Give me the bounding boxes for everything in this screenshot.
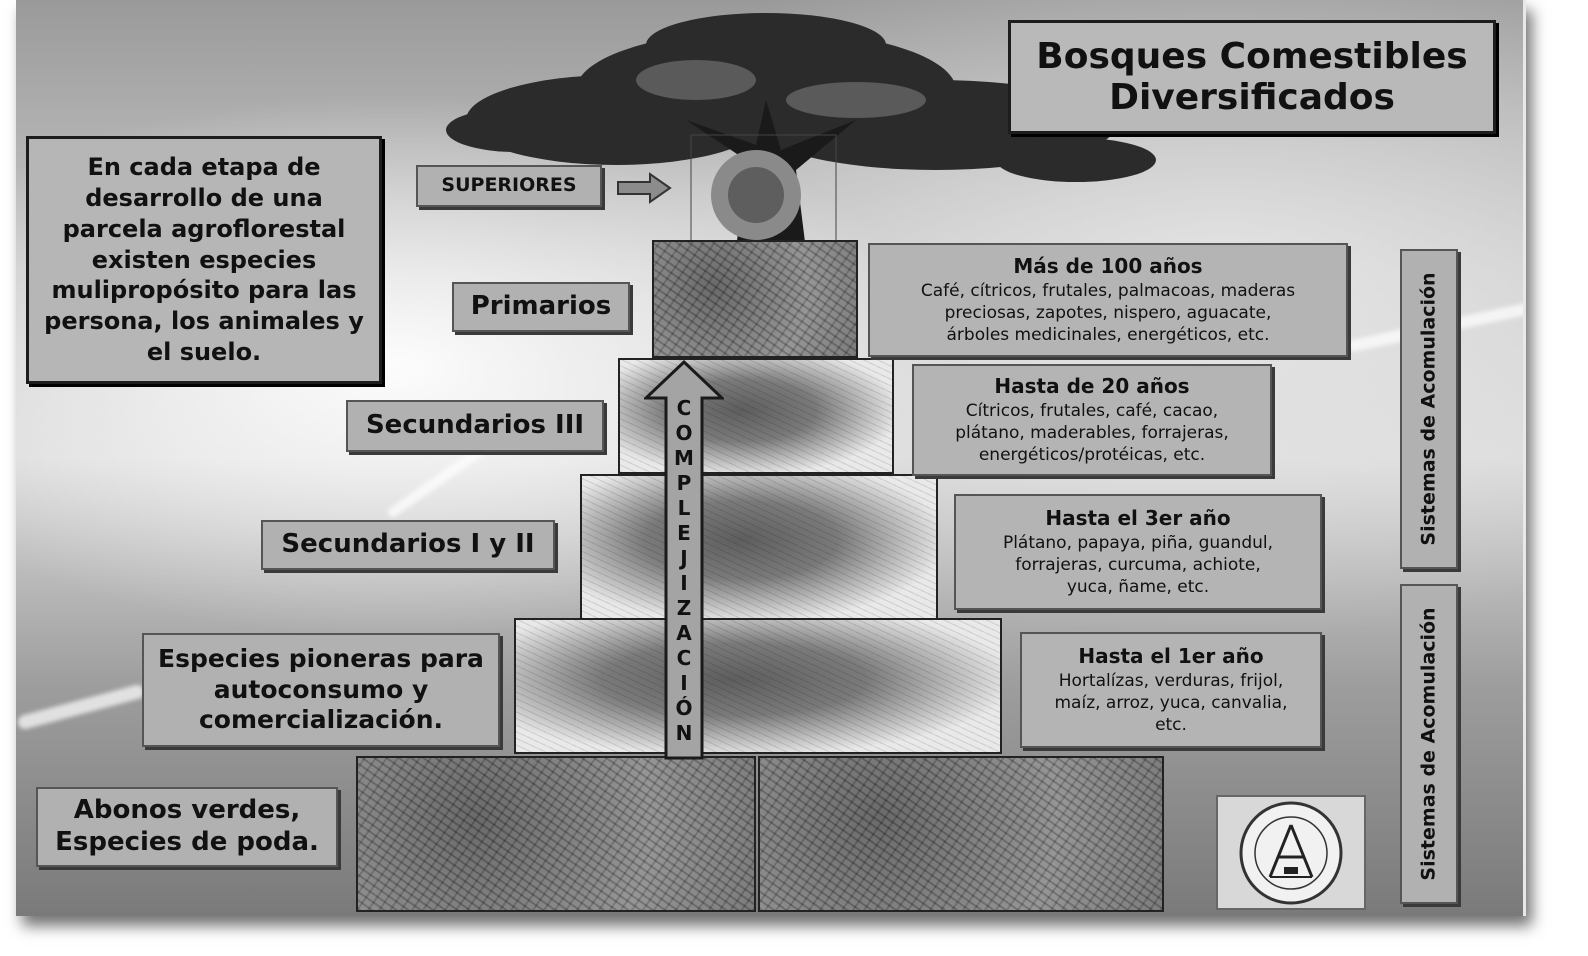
stage-line: Cítricos, frutales, café, cacao, <box>965 400 1219 421</box>
photo-abonos-left <box>356 756 756 912</box>
arrow-up-icon <box>644 360 724 760</box>
stage-line: Plátano, papaya, piña, guandul, <box>1002 532 1274 553</box>
intro-line: desarrollo de una <box>85 184 323 213</box>
arrow-letter: E <box>677 521 691 545</box>
stage-line: Café, cítricos, frutales, palmacoas, mad… <box>920 280 1296 301</box>
arrow-letter: J <box>680 546 688 570</box>
stage-line: preciosas, zapotes, nispero, aguacate, <box>944 302 1272 323</box>
label-text: Secundarios III <box>365 410 585 441</box>
arrow-letter: Ó <box>675 696 693 720</box>
photo-pioneras <box>514 618 1002 754</box>
photo-primarios <box>652 240 858 358</box>
seal-icon <box>1239 801 1343 905</box>
stage-line: maíz, arroz, yuca, canvalia, <box>1054 692 1288 713</box>
side-label-text: Sistemas de Acomulación <box>1418 272 1440 546</box>
label-pioneras: Especies pioneras para autoconsumo y com… <box>142 633 500 747</box>
arrow-letter: Z <box>676 596 692 620</box>
photo-abonos-right <box>758 756 1164 912</box>
label-line: Abonos verdes, <box>73 795 301 826</box>
arrow-letter: N <box>675 721 693 745</box>
arrow-letter: A <box>676 621 692 645</box>
arrow-letter: M <box>674 446 694 470</box>
side-label-text: Sistemas de Acomulación <box>1418 607 1440 881</box>
intro-line: persona, los animales y <box>44 307 364 336</box>
intro-line: mulipropósito para las <box>51 276 357 305</box>
title-line: Diversificados <box>1109 77 1395 118</box>
stage-box-1er-ano: Hasta el 1er año Hortalízas, verduras, f… <box>1020 632 1322 748</box>
poster: Bosques Comestibles Diversificados En ca… <box>16 0 1526 916</box>
intro-box: En cada etapa de desarrollo de una parce… <box>26 136 382 384</box>
sky-streak <box>16 683 146 731</box>
stage-heading: Hasta de 20 años <box>994 373 1190 398</box>
stage-heading: Hasta el 1er año <box>1078 643 1264 668</box>
label-superiores: SUPERIORES <box>416 165 602 207</box>
stage-box-3er-ano: Hasta el 3er año Plátano, papaya, piña, … <box>954 494 1322 610</box>
arrow-letter: L <box>677 496 691 520</box>
stage-line: etc. <box>1155 715 1187 736</box>
arrow-letter: C <box>676 396 692 420</box>
arrow-letter: C <box>676 646 692 670</box>
side-label-top: Sistemas de Acomulación <box>1400 249 1458 569</box>
logo-seal <box>1216 795 1366 910</box>
stage-box-20-anos: Hasta de 20 años Cítricos, frutales, caf… <box>912 364 1272 476</box>
intro-line: el suelo. <box>146 337 262 366</box>
label-text: Secundarios I y II <box>281 529 535 560</box>
label-secundarios-i-ii: Secundarios I y II <box>261 520 555 570</box>
label-secundarios-iii: Secundarios III <box>346 400 604 452</box>
label-text: Primarios <box>470 291 612 322</box>
label-line: Especies de poda. <box>55 827 319 857</box>
stage-heading: Hasta el 3er año <box>1045 505 1231 530</box>
stage-line: forrajeras, curcuma, achiote, <box>1015 554 1261 575</box>
side-label-bottom: Sistemas de Acomulación <box>1400 584 1458 904</box>
stage-line: energéticos/protéicas, etc. <box>978 445 1206 466</box>
label-text: SUPERIORES <box>441 174 577 197</box>
stage-line: árboles medicinales, energéticos, etc. <box>946 325 1270 346</box>
arrow-letter: P <box>676 471 692 495</box>
label-line: comercialización. <box>198 705 443 735</box>
intro-line: En cada etapa de <box>87 153 321 182</box>
label-line: autoconsumo y <box>213 674 429 704</box>
arrow-letter: I <box>680 671 688 695</box>
stage-box-100-anos: Más de 100 años Café, cítricos, frutales… <box>868 243 1348 357</box>
stage-line: yuca, ñame, etc. <box>1066 577 1210 598</box>
label-primarios: Primarios <box>452 282 630 332</box>
arrow-letter: I <box>680 571 688 595</box>
intro-line: existen especies <box>91 245 317 274</box>
label-abonos: Abonos verdes, Especies de poda. <box>36 787 338 867</box>
arrow-letter: O <box>675 421 693 445</box>
label-line: Especies pioneras para <box>158 644 484 674</box>
title-box: Bosques Comestibles Diversificados <box>1008 20 1496 134</box>
stage-heading: Más de 100 años <box>1013 253 1203 278</box>
photo-secundarios-i-ii <box>580 474 938 620</box>
stage-line: plátano, maderables, forrajeras, <box>955 422 1229 443</box>
title-line: Bosques Comestibles <box>1036 35 1468 77</box>
tree-illustration <box>446 13 1156 250</box>
stage-line: Hortalízas, verduras, frijol, <box>1058 670 1284 691</box>
intro-line: parcela agroflorestal <box>62 214 346 243</box>
arrow-right-icon <box>617 172 672 204</box>
